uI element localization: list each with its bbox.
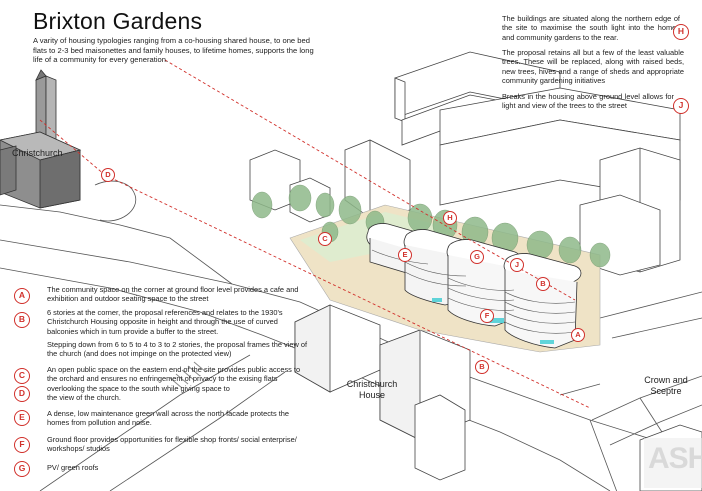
crosswalk: [169, 361, 207, 389]
ash-logo-mark: [644, 438, 702, 488]
note-a: The community space on the corner at gro…: [47, 285, 299, 304]
map-marker-b: B: [536, 277, 550, 291]
note-trees: The proposal retains all but a few of th…: [502, 48, 684, 86]
marker-a-legend: A: [14, 288, 30, 304]
note-j: Breaks in the housing above ground level…: [502, 92, 674, 111]
proposed-buildings: [366, 223, 582, 349]
note-d: the view of the church.: [47, 393, 121, 402]
marker-g-legend: G: [14, 461, 30, 477]
map-marker-g: G: [470, 250, 484, 264]
note-e: A dense, low maintenance green wall acro…: [47, 409, 289, 428]
map-marker-h: H: [443, 211, 457, 225]
ash-logo: ASH: [648, 442, 702, 475]
map-marker-j: J: [510, 258, 524, 272]
map-marker-d: D: [101, 168, 115, 182]
map-marker-e: E: [398, 248, 412, 262]
map-marker-f: F: [480, 309, 494, 323]
page-title: Brixton Gardens: [33, 8, 203, 34]
marker-e-legend: E: [14, 410, 30, 426]
map-marker-a: A: [571, 328, 585, 342]
marker-f-legend: F: [14, 437, 30, 453]
note-g: PV/ green roofs: [47, 463, 99, 472]
map-marker-b-house: B: [475, 360, 489, 374]
marker-j-legend: J: [673, 98, 689, 114]
label-christchurch: Christchurch: [12, 148, 63, 158]
marker-h-legend: H: [673, 24, 689, 40]
christchurch-church: [0, 69, 82, 209]
marker-c-legend: C: [14, 368, 30, 384]
note-b: 6 stories at the corner, the proposal re…: [47, 308, 283, 336]
map-marker-c: C: [318, 232, 332, 246]
note-c: An open public space on the eastern end …: [47, 365, 301, 393]
note-stepping: Stepping down from 6 to 5 to 4 to 3 to 2…: [47, 340, 308, 359]
intro-text: A varity of housing typologies ranging f…: [33, 36, 314, 65]
note-h: The buildings are situated along the nor…: [502, 14, 680, 42]
marker-d-legend: D: [14, 386, 30, 402]
note-f: Ground floor provides opportunities for …: [47, 435, 297, 454]
marker-b-legend: B: [14, 312, 30, 328]
